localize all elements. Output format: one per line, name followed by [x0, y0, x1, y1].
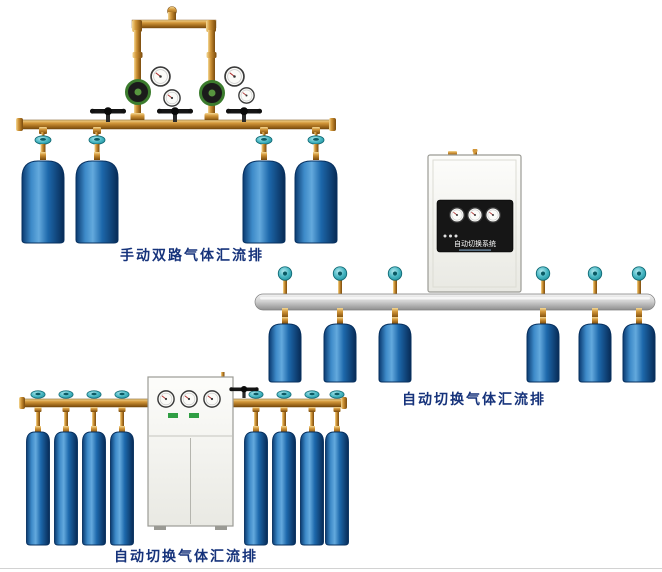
- pressure-gauge: [485, 207, 501, 223]
- pressure-gauge: [224, 66, 245, 87]
- cabinet-foot: [154, 526, 166, 530]
- pressure-gauge: [449, 207, 465, 223]
- pressure-regulator: [125, 79, 151, 105]
- product-illustration-auto-switch-floor: [19, 372, 349, 546]
- gas-cylinder: [622, 317, 656, 383]
- cylinder-valve-wheel: [255, 135, 273, 145]
- product-caption-manual-dual: 手动双路气体汇流排: [120, 247, 264, 263]
- gas-cylinder: [300, 426, 324, 546]
- gas-cylinder: [26, 426, 50, 546]
- gas-cylinder: [54, 426, 78, 546]
- pressure-gauge: [157, 390, 175, 408]
- gas-cylinder: [82, 426, 106, 546]
- indicator-light: [449, 234, 452, 238]
- gas-cylinder: [75, 152, 119, 244]
- indicator-light: [454, 234, 458, 238]
- product-illustration-auto-switch-wall: 自动切换系统: [254, 149, 656, 383]
- pressure-gauge: [150, 66, 171, 87]
- cylinder-valve-wheel: [58, 390, 74, 399]
- pressure-gauge: [467, 207, 483, 223]
- cylinder-valve-wheel: [114, 390, 130, 399]
- cylinder-station: [526, 266, 560, 383]
- pressure-gauge: [238, 87, 255, 104]
- control-cabinet: [147, 372, 234, 530]
- cylinder-station: [325, 390, 349, 546]
- cylinder-valve-wheel: [86, 390, 102, 399]
- cylinder-valve-wheel: [387, 266, 403, 281]
- cylinder-station: [244, 390, 268, 546]
- cylinder-station: [21, 127, 65, 244]
- gas-cylinder: [110, 426, 134, 546]
- cylinder-station: [75, 127, 119, 244]
- gas-cylinder: [272, 426, 296, 546]
- pressure-gauge: [203, 390, 221, 408]
- inlet-pipes: [130, 6, 219, 122]
- cabinet-green-label: [189, 413, 199, 418]
- cylinder-station: [578, 266, 612, 383]
- gas-cylinder: [244, 426, 268, 546]
- valve-stems: [283, 279, 641, 295]
- cylinder-station: [323, 266, 357, 383]
- cylinder-valve-wheel: [248, 390, 264, 399]
- cylinder-station: [26, 390, 50, 546]
- cylinder-valve-wheel: [535, 266, 551, 281]
- cylinder-station: [622, 266, 656, 383]
- cabinet-foot: [215, 526, 227, 530]
- pressure-gauge: [163, 89, 181, 107]
- cylinder-station: [294, 127, 338, 244]
- cylinder-valve-wheel: [276, 390, 292, 399]
- cylinder-station: [268, 266, 302, 383]
- cylinder-valve-wheel: [307, 135, 325, 145]
- cylinder-station: [272, 390, 296, 546]
- cylinder-station: [242, 127, 286, 244]
- gas-cylinder: [578, 317, 612, 383]
- gas-cylinder: [526, 317, 560, 383]
- gas-cylinder: [21, 152, 65, 244]
- cylinder-valve-wheel: [332, 266, 348, 281]
- cabinet-label: 自动切换系统: [454, 239, 496, 248]
- cylinder-station: [82, 390, 106, 546]
- cylinder-valve-wheel: [304, 390, 320, 399]
- cylinder-valve-wheel: [329, 390, 345, 399]
- gas-cylinder: [378, 317, 412, 383]
- product-caption-auto-wall: 自动切换气体汇流排: [402, 391, 546, 407]
- cylinder-valve-wheel: [30, 390, 46, 399]
- pressure-regulator: [199, 80, 225, 106]
- cylinder-station: [300, 390, 324, 546]
- cylinder-station: [378, 266, 412, 383]
- indicator-light: [443, 234, 447, 238]
- cylinder-valve-wheel: [34, 135, 52, 145]
- cylinder-station: [54, 390, 78, 546]
- cylinder-valve-wheel: [88, 135, 106, 145]
- cylinder-station: [110, 390, 134, 546]
- product-illustration-manual-dual-manifold: [16, 6, 338, 244]
- cylinder-valve-wheel: [277, 266, 293, 281]
- cylinder-valve-wheel: [587, 266, 603, 281]
- control-cabinet: 自动切换系统: [427, 149, 522, 293]
- manifold-rail: [254, 293, 656, 311]
- product-caption-auto-floor: 自动切换气体汇流排: [114, 548, 258, 564]
- page-bottom-border: [0, 568, 662, 569]
- cylinder-valve-wheel: [631, 266, 647, 281]
- gas-cylinder: [325, 426, 349, 546]
- pressure-gauge: [180, 390, 198, 408]
- cabinet-green-label: [168, 413, 178, 418]
